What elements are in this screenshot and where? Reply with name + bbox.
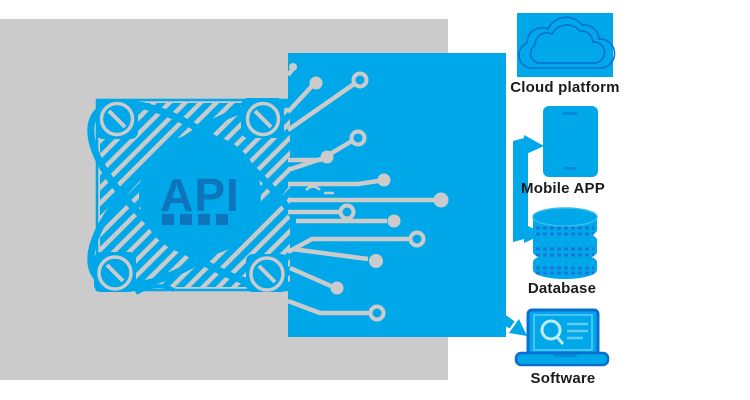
laptop-icon [514, 308, 610, 367]
cloud-platform-label: Cloud platform [510, 79, 620, 96]
api-chip-icon: API [87, 98, 313, 295]
circuit-traces [286, 63, 449, 322]
smartphone-icon [543, 106, 598, 177]
arrow-software [485, 304, 527, 336]
chip-pins [162, 214, 228, 225]
chip-label: API [160, 169, 240, 221]
cloud-icon [517, 13, 616, 77]
circuit-panel [288, 53, 506, 337]
software-label: Software [530, 370, 596, 387]
mobile-app-label: Mobile APP [521, 180, 605, 197]
bracket-arrow-mobile-database [513, 135, 544, 243]
screw-icons [97, 101, 285, 292]
connector-arrows [485, 135, 544, 336]
database-icon [532, 207, 598, 279]
database-label: Database [527, 280, 597, 297]
